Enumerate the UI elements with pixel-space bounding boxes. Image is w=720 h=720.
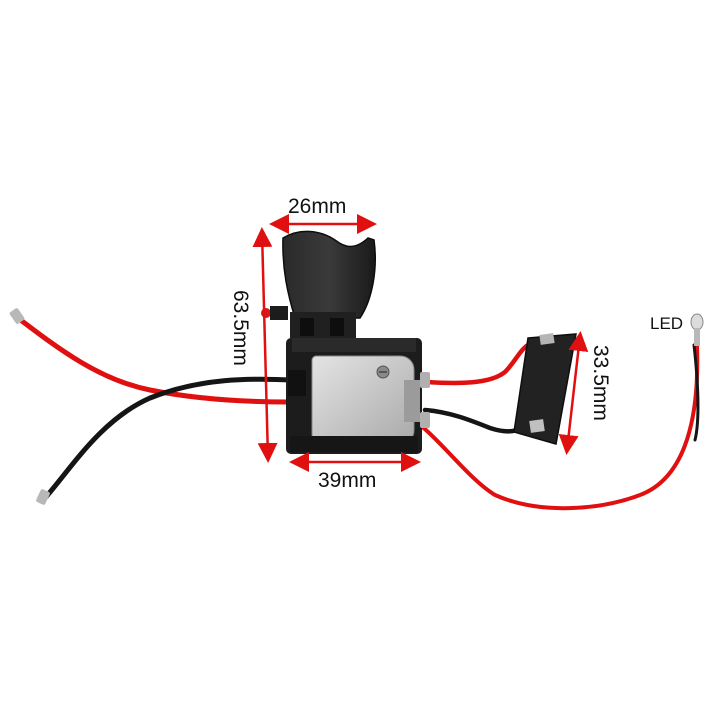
housing-top-rim xyxy=(292,338,416,352)
led-indicator-dot xyxy=(261,308,271,318)
dimension-label-width-top: 26mm xyxy=(288,195,347,218)
red-wire-battery xyxy=(422,342,531,386)
led-bulb xyxy=(690,313,704,346)
wire-terminals xyxy=(9,308,50,505)
trigger xyxy=(261,230,376,338)
dimension-label-height-left: 63.5mm xyxy=(229,290,252,366)
dim-arrow-height-left xyxy=(252,227,278,463)
housing-bottom xyxy=(290,436,418,452)
black-wire-battery xyxy=(422,407,525,434)
switch-housing xyxy=(286,338,430,454)
terminal-tip-black xyxy=(36,489,50,505)
wires xyxy=(15,315,700,511)
plate-side-tab xyxy=(404,380,420,422)
led-mount xyxy=(270,306,288,320)
connector-contact-top xyxy=(539,333,555,345)
led-bulb-leg xyxy=(694,328,700,346)
led-label: LED xyxy=(650,314,684,333)
dimension-label-width-bottom: 39mm xyxy=(318,469,377,492)
trigger-stem-inner xyxy=(300,318,314,336)
metal-plate xyxy=(311,355,415,445)
trigger-paddle xyxy=(282,230,376,319)
housing-left-tab xyxy=(288,370,306,396)
red-wire-left xyxy=(15,315,293,405)
dim-arrow-height-right xyxy=(558,331,589,455)
terminal-tab-right xyxy=(420,372,430,388)
trigger-stem-inner-2 xyxy=(330,318,344,336)
led-bulb-glass xyxy=(690,313,704,331)
terminal-tip-red xyxy=(9,308,25,324)
red-wire-led xyxy=(418,343,700,511)
trigger-stem xyxy=(290,312,356,338)
black-wire-led xyxy=(692,343,700,442)
black-wire-left xyxy=(42,376,295,501)
terminal-tab-right-2 xyxy=(420,412,430,428)
connector-contact-bottom xyxy=(529,419,545,433)
dimension-arrows xyxy=(252,214,589,472)
dimension-label-height-right: 33.5mm xyxy=(589,345,612,421)
